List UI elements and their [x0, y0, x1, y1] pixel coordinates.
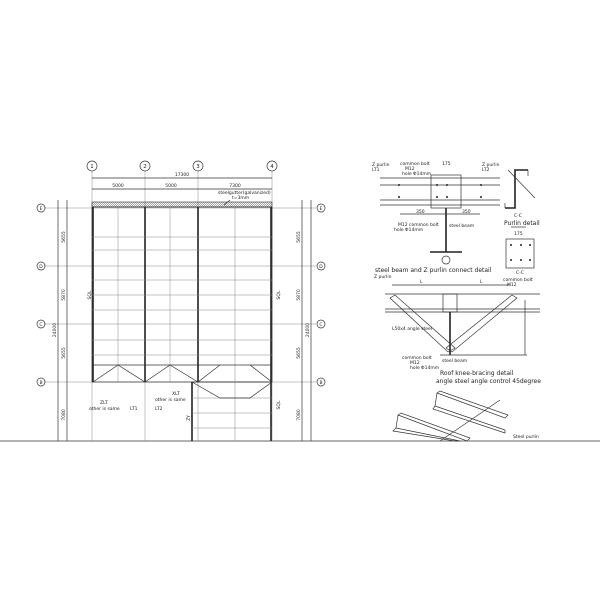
knee-label: common bolt — [503, 277, 533, 283]
dim-total-width: 17300 — [175, 172, 189, 178]
iso-label: Steel purlin — [513, 434, 539, 440]
connect-label: M12 common bolt — [398, 222, 439, 228]
connect-label: common bolt — [400, 161, 430, 167]
connect-label: steel beam — [449, 223, 474, 229]
row-axis-label: D — [39, 264, 43, 270]
row-axis-label: D — [319, 264, 323, 270]
connect-label: 175 — [442, 161, 451, 167]
label-zlt: ZLT — [100, 400, 108, 406]
knee-bracing-subtitle: angle steel angle control 45degree — [436, 378, 541, 385]
plate-dim: 175 — [514, 231, 523, 237]
roof-frame — [91, 206, 273, 441]
row-axis-label: E — [320, 206, 323, 212]
right-dims: 5655 5870 5655 24000 7080 — [296, 231, 311, 421]
connect-label: hole Φ14mm — [394, 227, 423, 233]
label-sql: SQL — [276, 400, 282, 409]
column-axis-label: 3 — [196, 164, 200, 170]
knee-label: L — [420, 279, 423, 285]
knee-label: L50x4 angle steel — [392, 326, 432, 332]
column-axis-4: 4 — [266, 160, 278, 172]
row-axis-label: E — [40, 206, 43, 212]
label-lt1: LT1 — [130, 406, 138, 412]
label-sql: SQL — [87, 290, 93, 299]
knee-label: Z purlin — [374, 274, 392, 280]
label-zy: ZY — [186, 415, 192, 421]
dim: 5870 — [61, 289, 67, 301]
label-lt2: LT2 — [155, 406, 163, 412]
row-axis-label: B — [39, 380, 42, 386]
column-axis-label: 2 — [143, 164, 147, 170]
label-xlt-note: other is same — [155, 397, 186, 403]
roof-plan: 1 2 3 4 17300 5000 5000 7300 steelgutter… — [36, 160, 326, 441]
label-sql: SQL — [276, 290, 282, 299]
connect-label: LT2 — [482, 167, 490, 173]
column-axis-label: 1 — [90, 164, 94, 170]
dim-span-3: 7300 — [229, 183, 241, 189]
connect-label: LT1 — [372, 167, 380, 173]
knee-label: L — [480, 279, 483, 285]
knee-label: hole Φ14mm — [410, 365, 439, 371]
dim: 5655 — [296, 347, 302, 359]
connect-dim: 350 — [462, 209, 471, 215]
section-label: C-C — [514, 213, 522, 219]
connect-label: Z purlin — [482, 162, 500, 168]
plate-caption: C-C — [516, 270, 524, 276]
dim-total: 24000 — [52, 323, 58, 337]
left-dims: 5655 5870 5655 24000 7080 — [52, 231, 67, 421]
dim: 5655 — [61, 347, 67, 359]
dim: 7080 — [296, 409, 302, 421]
connect-detail-title: steel beam and Z purlin connect detail — [375, 267, 492, 274]
dim-span-2: 5000 — [165, 183, 177, 189]
dim: 5655 — [61, 231, 67, 243]
column-axis-3: 3 — [192, 160, 204, 172]
column-axis-2: 2 — [139, 160, 151, 172]
dim: 5870 — [296, 289, 302, 301]
gutter-note: steelgutter(galvanized) — [218, 190, 271, 196]
knee-label: common bolt — [402, 355, 432, 361]
row-axis-label: C — [39, 322, 42, 328]
connect-label: hole Φ14mm — [402, 171, 431, 177]
knee-bracing-title: Roof knee-bracing detail — [440, 370, 514, 377]
connect-dim: 350 — [416, 209, 425, 215]
knee-label: steel beam — [442, 358, 467, 364]
row-axis-label: C — [319, 322, 322, 328]
label-zlt-note: other is same — [89, 406, 120, 412]
knee-bracing-detail: Z purlin common bolt M12 L50x4 angle ste… — [374, 274, 541, 385]
purlin-section-detail: C-C Purlin detail — [504, 169, 540, 228]
dim-total: 24000 — [305, 323, 311, 337]
label-xlt: XLT — [172, 391, 180, 397]
row-axis-label: B — [319, 380, 322, 386]
dim-span-1: 5000 — [112, 183, 124, 189]
gutter-thickness: t=3mm — [232, 195, 249, 201]
knee-label: M12 — [507, 282, 517, 288]
isometric-purlin-view: Steel purlin — [392, 390, 539, 442]
column-axis-1: 1 — [86, 160, 98, 172]
bolt-plate-detail: 175 C-C — [505, 231, 535, 276]
dim: 5655 — [296, 231, 302, 243]
column-axis-label: 4 — [270, 164, 274, 170]
steel-gutter — [91, 201, 273, 208]
purlin-connect-detail: Z purlin LT1 common bolt 175 M12 hole Φ1… — [372, 161, 500, 274]
knee-label: M12 — [410, 360, 420, 366]
purlin-detail-title: Purlin detail — [504, 220, 540, 227]
connect-label: M12 — [405, 166, 415, 172]
dim: 7080 — [61, 409, 67, 421]
connect-label: Z purlin — [372, 162, 390, 168]
